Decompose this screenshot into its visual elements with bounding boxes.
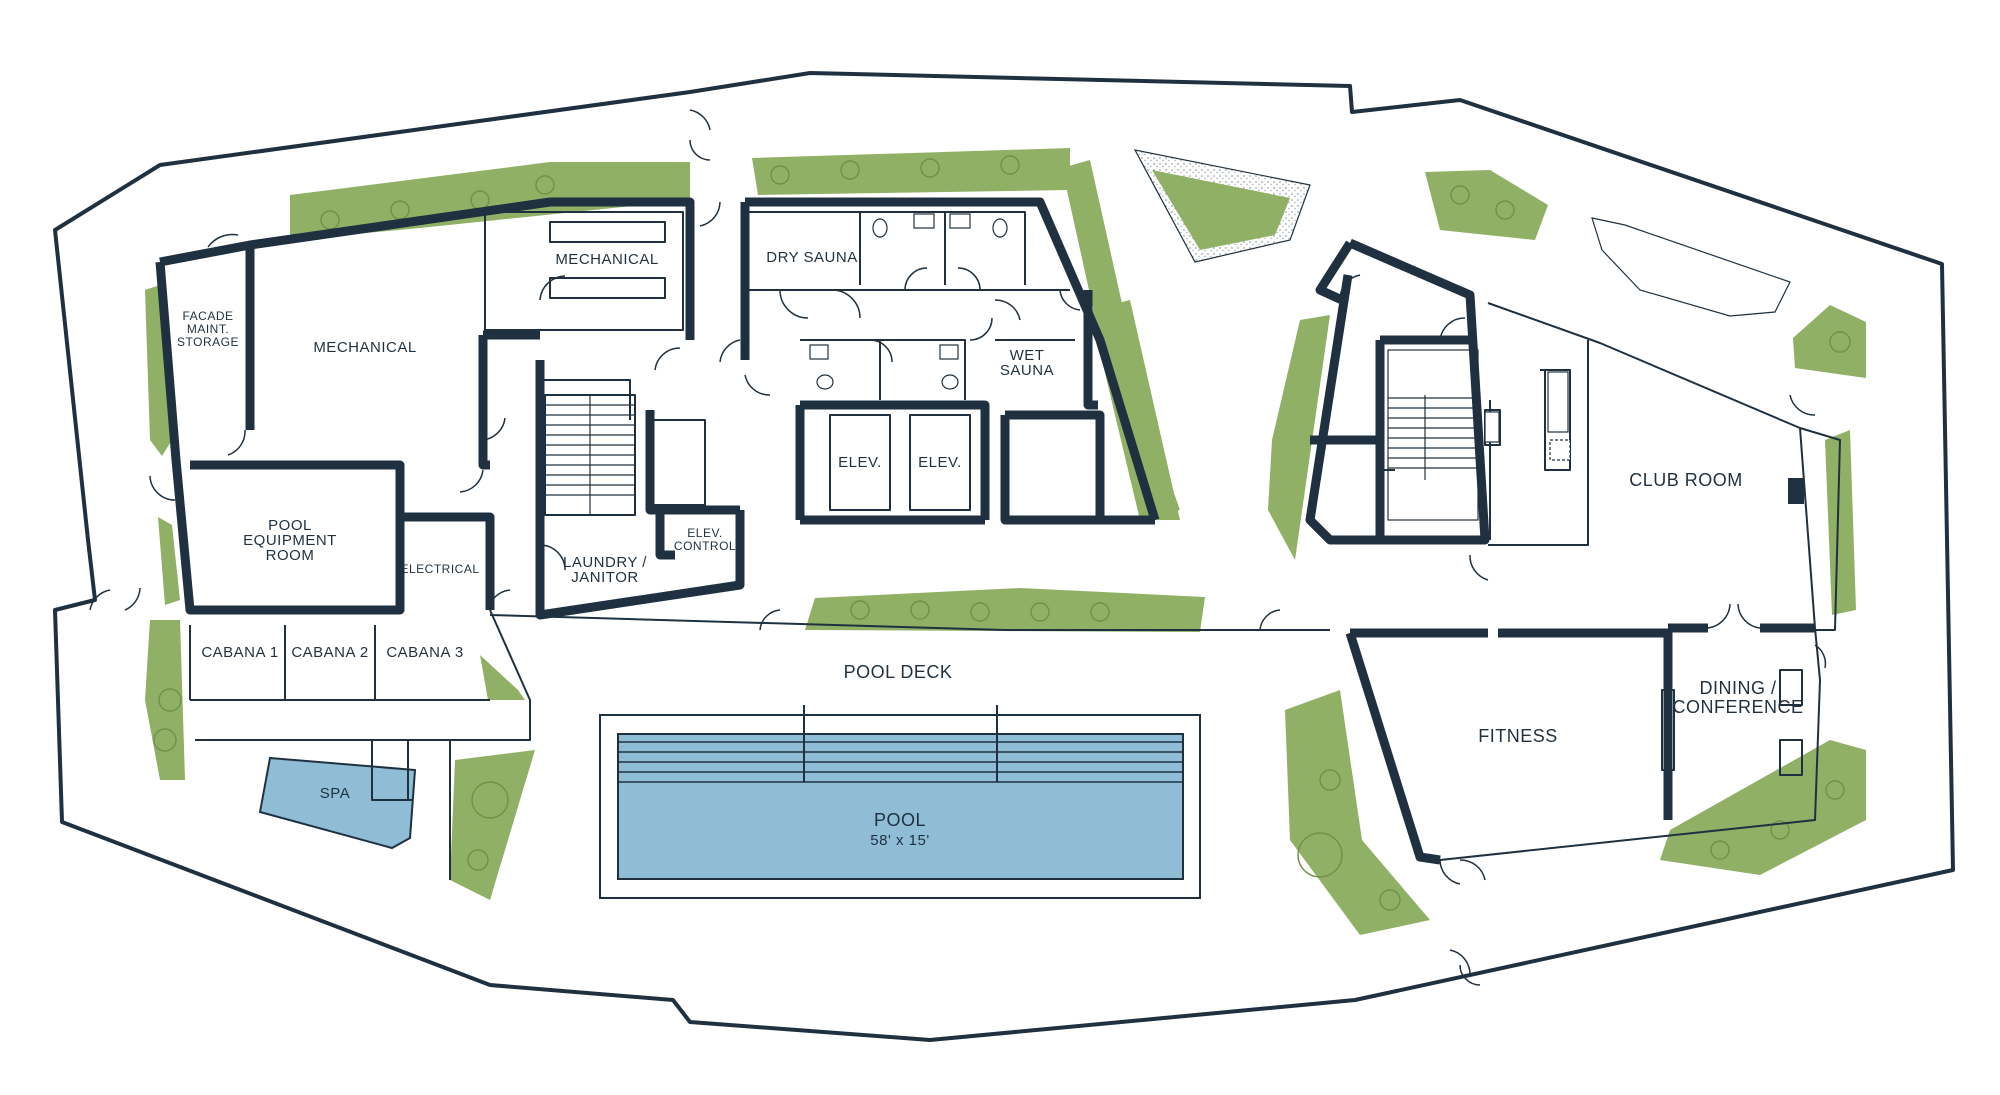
core-walls: [155, 197, 1815, 865]
label-mechanical-west: MECHANICAL: [313, 339, 416, 356]
label-pool-equipment-line1: POOL: [268, 517, 312, 534]
label-elev-control-line1: ELEV.: [687, 526, 722, 540]
label-dry-sauna: DRY SAUNA: [766, 249, 857, 266]
label-dining-line1: DINING /: [1699, 678, 1776, 698]
label-cabana-3: CABANA 3: [386, 644, 463, 661]
label-wet-sauna-line1: WET: [1010, 347, 1045, 364]
label-laundry-line1: LAUNDRY /: [563, 554, 647, 571]
pool-basin: [617, 733, 1184, 880]
label-pool-line1: POOL: [874, 810, 926, 830]
label-dining-line2: CONFERENCE: [1672, 697, 1803, 717]
label-elev-control-line2: CONTROL: [674, 539, 736, 553]
label-pool-equipment-line3: ROOM: [266, 547, 315, 564]
label-electrical: ELECTRICAL: [400, 562, 479, 576]
doors: [89, 109, 1827, 986]
label-facade-line3: STORAGE: [177, 335, 239, 349]
label-cabana-2: CABANA 2: [291, 644, 368, 661]
label-spa: SPA: [320, 785, 350, 802]
label-facade-line2: MAINT.: [187, 322, 229, 336]
label-facade-line1: FACADE: [182, 309, 233, 323]
label-elev-1: ELEV.: [838, 454, 882, 471]
label-pool-equipment-line2: EQUIPMENT: [243, 532, 337, 549]
spa-basin: [258, 756, 417, 850]
label-club-room: CLUB ROOM: [1629, 470, 1743, 490]
label-elev-2: ELEV.: [918, 454, 962, 471]
room-labels: FACADE MAINT. STORAGE MECHANICAL MECHANI…: [177, 249, 1803, 849]
partitions: [189, 211, 1841, 880]
label-pool-line2: 58' x 15': [870, 832, 929, 849]
label-pool-deck: POOL DECK: [844, 662, 953, 682]
landscape-planters: [145, 148, 1866, 935]
label-fitness: FITNESS: [1478, 726, 1558, 746]
label-laundry-line2: JANITOR: [571, 569, 638, 586]
label-wet-sauna-line2: SAUNA: [1000, 362, 1054, 379]
stairs: [544, 349, 1479, 521]
building-outline: [53, 71, 1955, 1042]
label-mechanical-north: MECHANICAL: [555, 251, 658, 268]
label-cabana-1: CABANA 1: [201, 644, 278, 661]
pool-lanes: [618, 705, 1183, 783]
fixtures: [809, 213, 1571, 461]
